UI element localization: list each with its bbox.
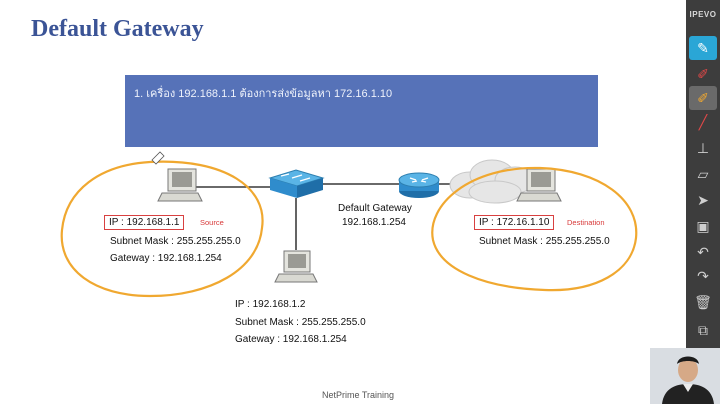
router-icon: [398, 172, 440, 198]
middle-computer-icon: [274, 250, 318, 283]
slide-footer: NetPrime Training: [322, 390, 395, 400]
undo-icon[interactable]: ↶: [697, 243, 709, 260]
slide-title: Default Gateway: [31, 16, 204, 42]
redo-icon[interactable]: ↷: [697, 267, 709, 284]
stamp-icon[interactable]: ⊥: [696, 139, 710, 156]
destination-annotation-circle: [431, 166, 638, 292]
middle-ip-label: IP : 192.168.1.2: [235, 299, 306, 310]
slide-canvas: Default Gateway 1. เครื่อง 192.168.1.1 ต…: [31, 16, 638, 400]
pen-icon[interactable]: ✎: [689, 36, 717, 60]
middle-gateway-label: Gateway : 192.168.1.254: [235, 334, 347, 345]
trash-icon[interactable]: 🗑: [694, 293, 712, 310]
red-line-icon[interactable]: ╱: [698, 113, 708, 130]
destination-mask-label: Subnet Mask : 255.255.255.0: [479, 236, 610, 247]
toolbar-brand: IPEVO: [689, 10, 717, 19]
pointer-icon[interactable]: ➤: [697, 191, 709, 208]
source-gateway-label: Gateway : 192.168.1.254: [110, 253, 222, 264]
eraser-icon[interactable]: ▱: [697, 165, 709, 182]
destination-computer-icon: [516, 168, 562, 202]
destination-tag: Destination: [567, 218, 605, 227]
pen-cursor-icon: [151, 151, 165, 165]
router-ip-label: 192.168.1.254: [342, 217, 406, 228]
source-tag: Source: [200, 218, 224, 227]
orange-highlighter-icon[interactable]: ✐: [689, 86, 717, 110]
network-diagram: [60, 151, 638, 298]
middle-mask-label: Subnet Mask : 255.255.255.0: [235, 317, 366, 328]
info-banner: 1. เครื่อง 192.168.1.1 ต้องการส่งข้อมูลห…: [125, 75, 598, 147]
switch-icon: [268, 169, 325, 198]
snapshot-icon[interactable]: ⧉: [698, 321, 708, 338]
ipevo-toolbar: IPEVO ✎ ✐ ✐ ╱ ⊥ ▱ ➤ ▣ ↶ ↷ 🗑 ⧉ ⧠: [686, 0, 720, 404]
source-mask-label: Subnet Mask : 255.255.255.0: [110, 236, 241, 247]
source-computer-icon: [157, 168, 203, 202]
presenter-avatar: [650, 348, 720, 404]
banner-text: 1. เครื่อง 192.168.1.1 ต้องการส่งข้อมูลห…: [134, 88, 393, 100]
camera-icon[interactable]: ▣: [696, 217, 710, 234]
presenter-webcam: [650, 348, 720, 404]
source-ip-label: IP : 192.168.1.1: [104, 215, 185, 230]
red-marker-icon[interactable]: ✐: [697, 65, 709, 82]
source-annotation-circle: [60, 160, 264, 298]
router-label: Default Gateway: [338, 203, 412, 214]
destination-ip-label: IP : 172.16.1.10: [474, 215, 555, 230]
